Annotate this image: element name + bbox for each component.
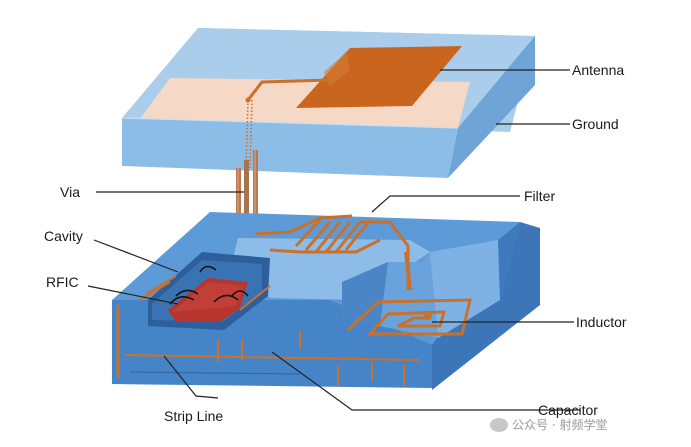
antenna-feed-line [246, 78, 331, 101]
lower-base [112, 212, 540, 390]
label-rfic: RFIC [46, 274, 79, 290]
leader-lines [87, 69, 580, 411]
upper-via-dots [245, 99, 249, 169]
leader-strip-line [163, 355, 219, 399]
wechat-icon [490, 418, 508, 432]
antenna-highlight [324, 52, 350, 86]
strip-line-front [124, 354, 421, 361]
label-via: Via [60, 184, 80, 200]
filter-input-line [255, 214, 353, 236]
upper-edge [121, 117, 459, 129]
upper-substrate-front [122, 118, 458, 178]
label-cavity: Cavity [44, 228, 83, 244]
label-inductor: Inductor [576, 314, 627, 330]
label-filter: Filter [524, 188, 556, 204]
leader-capacitor [271, 351, 580, 411]
leader-rfic [87, 285, 179, 305]
inductor-path [346, 298, 472, 336]
watermark-text: 公众号 · 射频学堂 [512, 418, 608, 432]
label-antenna: Antenna [572, 62, 625, 78]
cavity-region [139, 252, 271, 330]
label-strip-line: Strip Line [164, 408, 224, 424]
upper-substrate-side [448, 36, 535, 178]
label-capacitor: Capacitor [538, 402, 598, 418]
inductor-spiral [346, 298, 472, 336]
leader-cavity [93, 239, 179, 273]
label-ground: Ground [572, 116, 619, 132]
antenna-patch [296, 46, 462, 108]
upper-via-dots-2 [249, 99, 253, 169]
filter [255, 214, 412, 291]
leader-filter [371, 195, 520, 213]
